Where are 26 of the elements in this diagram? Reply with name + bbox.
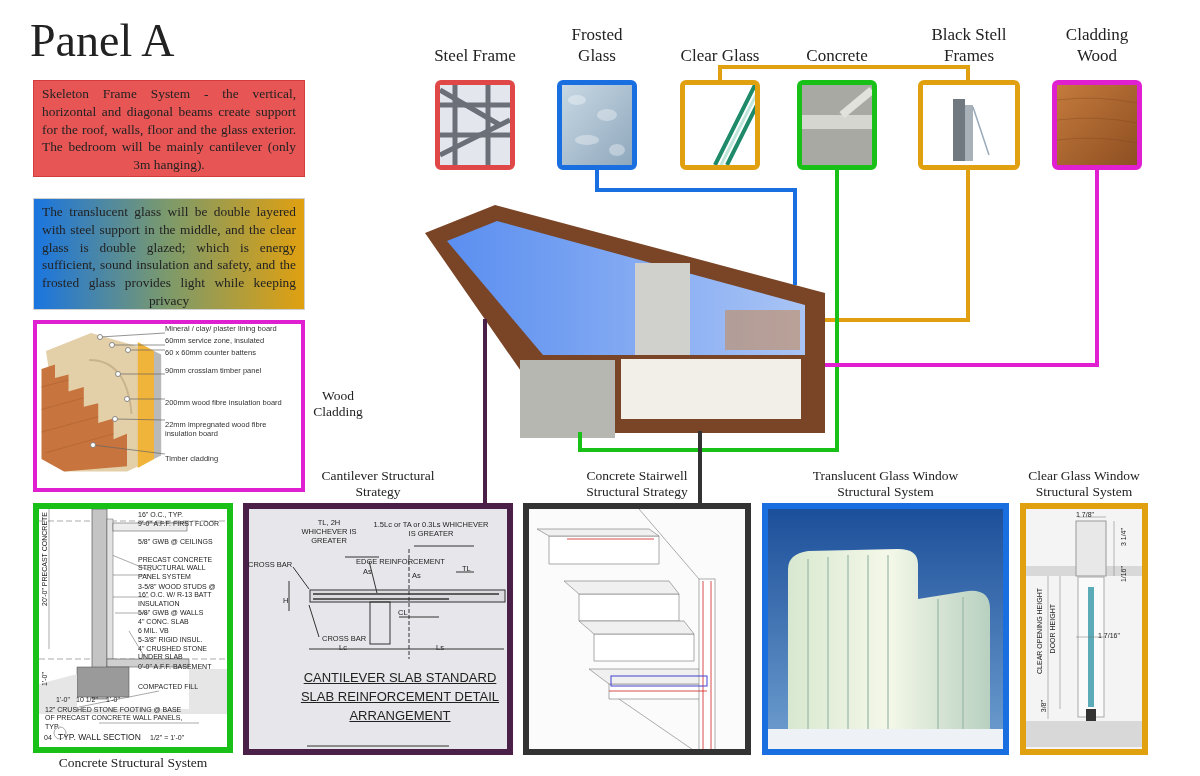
- connector-line: [578, 170, 839, 452]
- connector-line: [483, 319, 487, 503]
- connector-line: [718, 65, 970, 80]
- connector-line: [825, 170, 1099, 367]
- panel-caption: Concrete Structural System: [57, 755, 209, 772]
- wall-buildup-panel: [33, 320, 305, 492]
- panel-caption: Clear Glass Window Structural System: [1027, 467, 1141, 500]
- panel-caption: Cantilever Structural Strategy: [320, 467, 436, 500]
- connector-line: [595, 170, 797, 285]
- panel-title: Panel A: [30, 14, 175, 67]
- description-box: Skeleton Frame System - the vertical, horizontal and diagonal beams create support for the roof, walls, floor and the glass exterior. The bedroom will be mainly cantilever (only 3m hanging).: [33, 80, 305, 177]
- panel-caption: Translucent Glass Window Structural System: [811, 467, 960, 500]
- panel-caption: Concrete Stairwell Structural Strategy: [585, 467, 689, 500]
- drawing-title: TYP. WALL SECTION: [58, 732, 141, 743]
- swatch-heading: Concrete: [805, 45, 869, 66]
- side-label: Wood Cladding: [312, 388, 364, 421]
- swatch-heading: Clear Glass: [679, 45, 761, 66]
- swatch-heading: Black Stell Frames: [930, 25, 1008, 66]
- swatch-heading: Cladding Wood: [1064, 25, 1130, 66]
- description-box: The translucent glass will be double layered with steel support in the middle, and the clear glass is double glazed; which is energy sufficient, sound insulation and safety, and the frosted glass provides light while keeping privacy: [33, 198, 305, 310]
- swatch-heading: Steel Frame: [433, 45, 517, 66]
- swatch-heading: Frosted Glass: [570, 25, 624, 66]
- building-render-drawing: [425, 205, 825, 440]
- connector-line: [698, 431, 702, 503]
- drawing-title: CANTILEVER SLAB STANDARD SLAB REINFORCEMENT DETAIL ARRANGEMENT: [300, 669, 500, 725]
- connector-line: [825, 170, 970, 322]
